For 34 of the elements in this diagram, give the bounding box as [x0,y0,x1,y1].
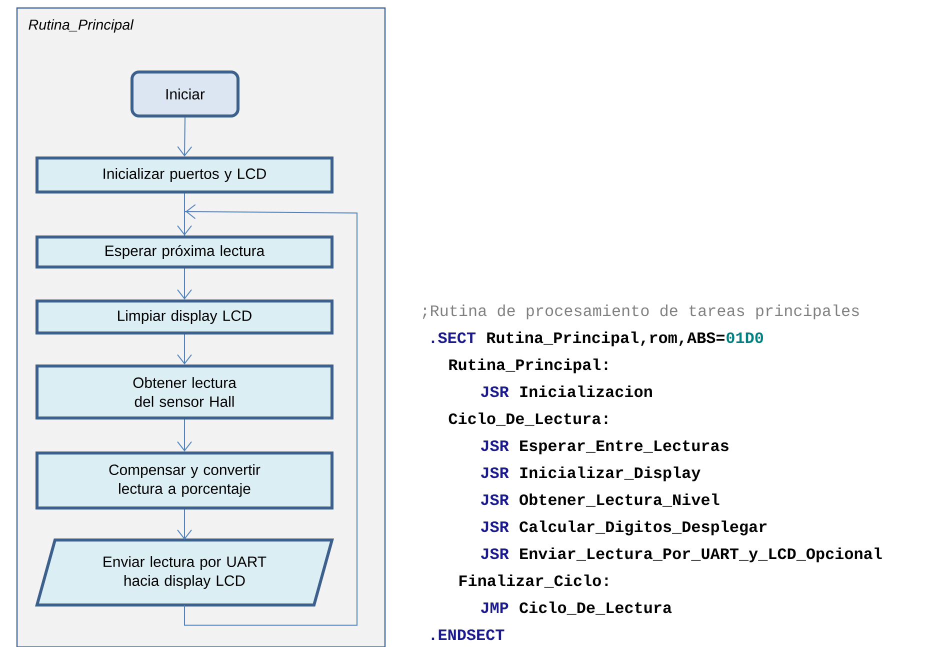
code-keyword: .SECT [432,332,476,344]
code-text: Esperar_Entre_Lecturas [520,440,728,454]
arrow [177,419,192,452]
code-keyword: JSR [481,440,509,452]
code-comment: ;Rutina de procesamiento de tareas principales [422,304,859,320]
arrow [177,268,192,300]
process-box: Inicializar puertos y LCD [36,156,334,194]
code-text: Ciclo_De_Lectura: [448,412,608,426]
process-box: Obtener lectura del sensor Hall [36,364,334,420]
arrow [177,117,192,156]
process-box: Limpiar display LCD [36,300,334,334]
code-keyword: JSR [481,386,509,398]
process-box: Esperar próxima lectura [36,236,334,268]
code-text: Inicializacion [520,385,652,398]
code-keyword: JSR [481,467,509,478]
code-keyword: JSR [481,548,509,560]
code-keyword: JSR [481,494,509,506]
arrow [177,334,192,364]
code-text: Enviar_Lectura_Por_UART_y_LCD_Opcional [520,547,882,562]
arrow [177,509,192,540]
code-text: Obtener_Lectura_Nivel [520,493,720,507]
code-text: Calcular_Digitos_Desplegar [520,520,767,536]
start-terminal: Iniciar [130,70,240,118]
code-keyword: JMP [481,602,508,614]
code-text: Ciclo_De_Lectura [520,601,672,615]
code-number: 01D0 [726,332,764,344]
code-keyword: .ENDSECT [432,629,504,640]
code-text: Inicializar_Display [520,466,700,482]
code-text: Rutina_Principal: [449,358,608,374]
code-keyword: JSR [481,521,509,532]
process-box: Compensar y convertir lectura a porcentaje [36,452,334,510]
arrow [177,193,192,236]
code-text: Rutina_Principal,rom,ABS= [487,331,724,346]
code-text: Finalizar_Ciclo: [460,574,608,588]
